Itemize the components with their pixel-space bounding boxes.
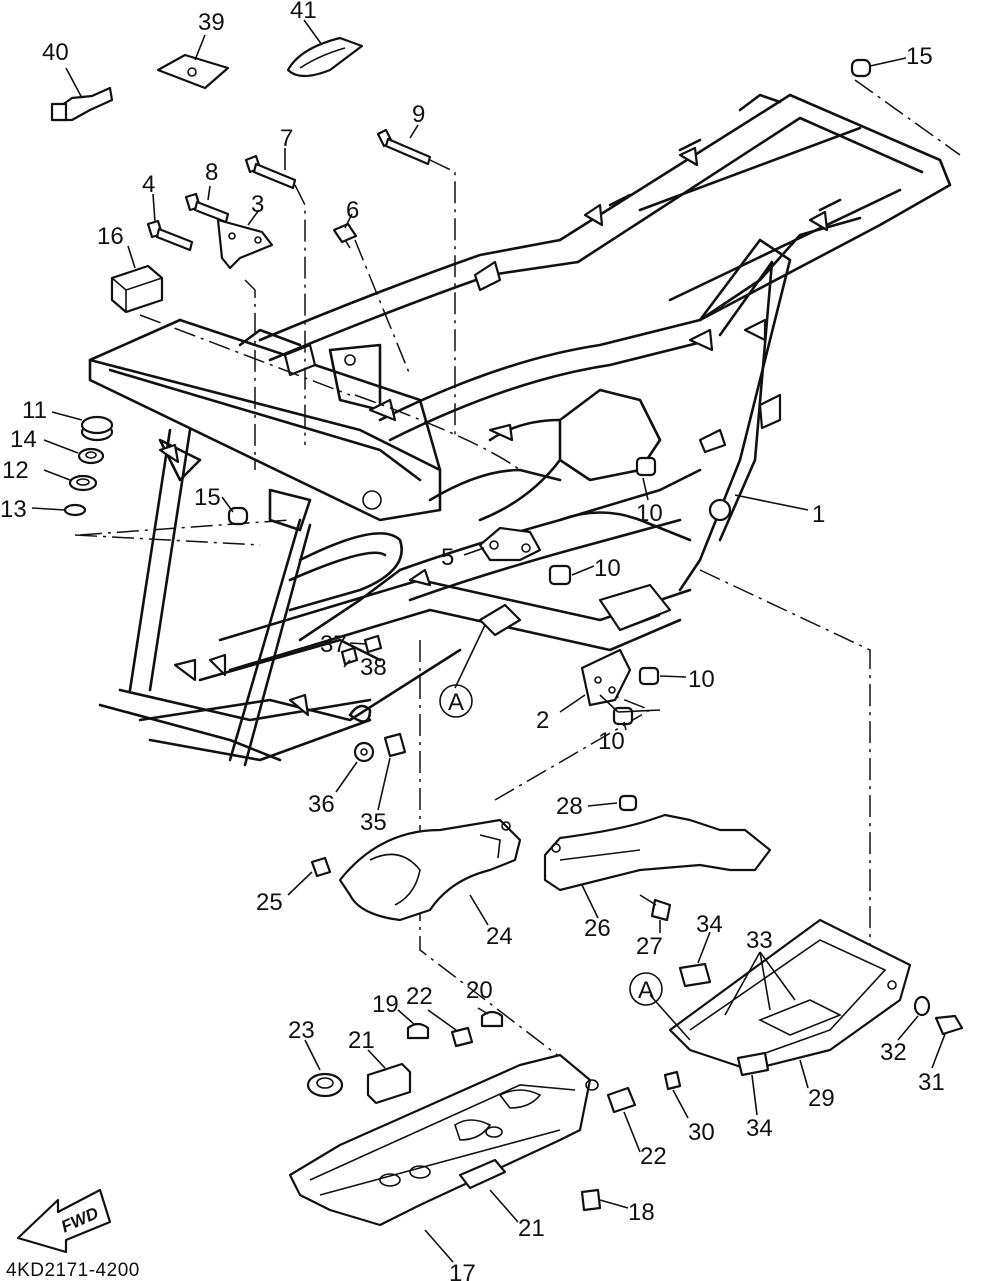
part-4-bolt (146, 219, 194, 252)
callout-33: 33 (746, 927, 773, 954)
callout-21-a: 21 (348, 1027, 375, 1054)
part-21-block (366, 1062, 412, 1105)
part-18-bolt (580, 1188, 602, 1212)
callout-leaders (31, 19, 946, 1263)
callout-8: 8 (205, 159, 218, 186)
svg-text:A: A (448, 689, 464, 716)
callout-26: 26 (584, 915, 611, 942)
callout-34-a: 34 (696, 911, 723, 938)
callout-30: 30 (688, 1119, 715, 1146)
callout-15-a: 15 (906, 43, 933, 70)
part-40-clip (50, 86, 114, 122)
callout-13: 13 (0, 496, 27, 523)
callout-22-a: 22 (406, 983, 433, 1010)
part-38-bolt (340, 646, 359, 666)
callout-4: 4 (142, 171, 155, 198)
callout-10-c: 10 (688, 666, 715, 693)
callout-15-b: 15 (194, 484, 221, 511)
callout-1: 1 (812, 501, 825, 528)
part-35-bolt (383, 732, 407, 758)
part-15-cap-upper (850, 58, 872, 78)
callout-39: 39 (198, 9, 225, 36)
callout-6: 6 (346, 197, 359, 224)
part-26-guard (543, 813, 772, 892)
part-24-guard (338, 818, 522, 922)
part-3-bracket (216, 218, 274, 270)
callout-16: 16 (97, 223, 124, 250)
part-8-bolt (184, 192, 230, 224)
part-16-block (110, 264, 164, 314)
part-17-skid-plate (288, 1053, 599, 1227)
callout-10-d: 10 (598, 728, 625, 755)
part-34-pads (678, 962, 770, 1077)
callout-37: 37 (320, 631, 347, 658)
part-29-skid-plate (668, 918, 912, 1072)
part-9-bolt (376, 128, 432, 166)
callout-32: 32 (880, 1039, 907, 1066)
callout-12: 12 (2, 457, 29, 484)
callout-17: 17 (449, 1260, 476, 1281)
part-31-bolt (934, 1014, 964, 1036)
callout-40: 40 (42, 39, 69, 66)
part-20-cap (480, 1010, 504, 1028)
ref-marker-a-lower: A (629, 972, 663, 1006)
ref-marker-a-upper: A (439, 684, 473, 718)
part-7-bolt (244, 154, 297, 190)
part-6-bolt (332, 222, 358, 249)
callout-11: 11 (22, 397, 47, 424)
callout-22-b: 22 (640, 1143, 667, 1170)
part-27-bolt (639, 894, 672, 922)
callout-25: 25 (256, 889, 283, 916)
callout-34-b: 34 (746, 1115, 773, 1142)
part-15-cap-lower (227, 506, 249, 526)
callout-7: 7 (280, 125, 293, 152)
assembly-leaders (74, 79, 961, 1081)
callout-2: 2 (536, 707, 549, 734)
callout-10-a: 10 (636, 500, 663, 527)
callout-28: 28 (556, 793, 583, 820)
part-36-washer (353, 741, 375, 763)
callout-23: 23 (288, 1017, 315, 1044)
part-14-washer (77, 447, 105, 465)
callout-31: 31 (918, 1069, 945, 1096)
part-28-nut (618, 794, 638, 812)
callout-38: 38 (360, 654, 387, 681)
callout-19: 19 (372, 991, 399, 1018)
part-11-bushing (80, 415, 114, 442)
part-22-pads (450, 1026, 637, 1114)
part-12-collar (68, 474, 98, 492)
diagram-code: 4KD2171-4200 (6, 1260, 140, 1281)
callout-24: 24 (486, 923, 513, 950)
callout-29: 29 (808, 1085, 835, 1112)
callout-18: 18 (628, 1199, 655, 1226)
callout-21-b: 21 (518, 1215, 545, 1242)
callout-35: 35 (360, 809, 387, 836)
callout-10-b: 10 (594, 555, 621, 582)
part-2-plate (580, 648, 632, 707)
part-13-washer (63, 503, 87, 517)
part-5-plate (478, 526, 542, 562)
part-30-bolt (663, 1070, 682, 1091)
part-23-grommet (306, 1072, 344, 1098)
callout-14: 14 (10, 426, 37, 453)
callout-numbers: 1 2 3 4 5 6 7 8 9 10 10 10 10 11 14 12 1… (0, 0, 945, 1281)
callout-5: 5 (441, 544, 454, 571)
part-25-bolt (310, 856, 332, 878)
part-19-cap (406, 1022, 430, 1040)
part-41-clip (286, 36, 364, 78)
callout-9: 9 (412, 101, 425, 128)
callout-20: 20 (466, 977, 493, 1004)
part-39-clip (156, 53, 230, 90)
part-37-bolt (363, 634, 383, 654)
main-frame (88, 93, 952, 767)
callout-36: 36 (308, 791, 335, 818)
callout-27: 27 (636, 933, 663, 960)
part-32-washer (913, 995, 931, 1017)
callout-41: 41 (290, 0, 317, 24)
svg-text:A: A (638, 977, 654, 1004)
callout-3: 3 (251, 191, 264, 218)
fwd-arrow: FWD (16, 1188, 112, 1254)
